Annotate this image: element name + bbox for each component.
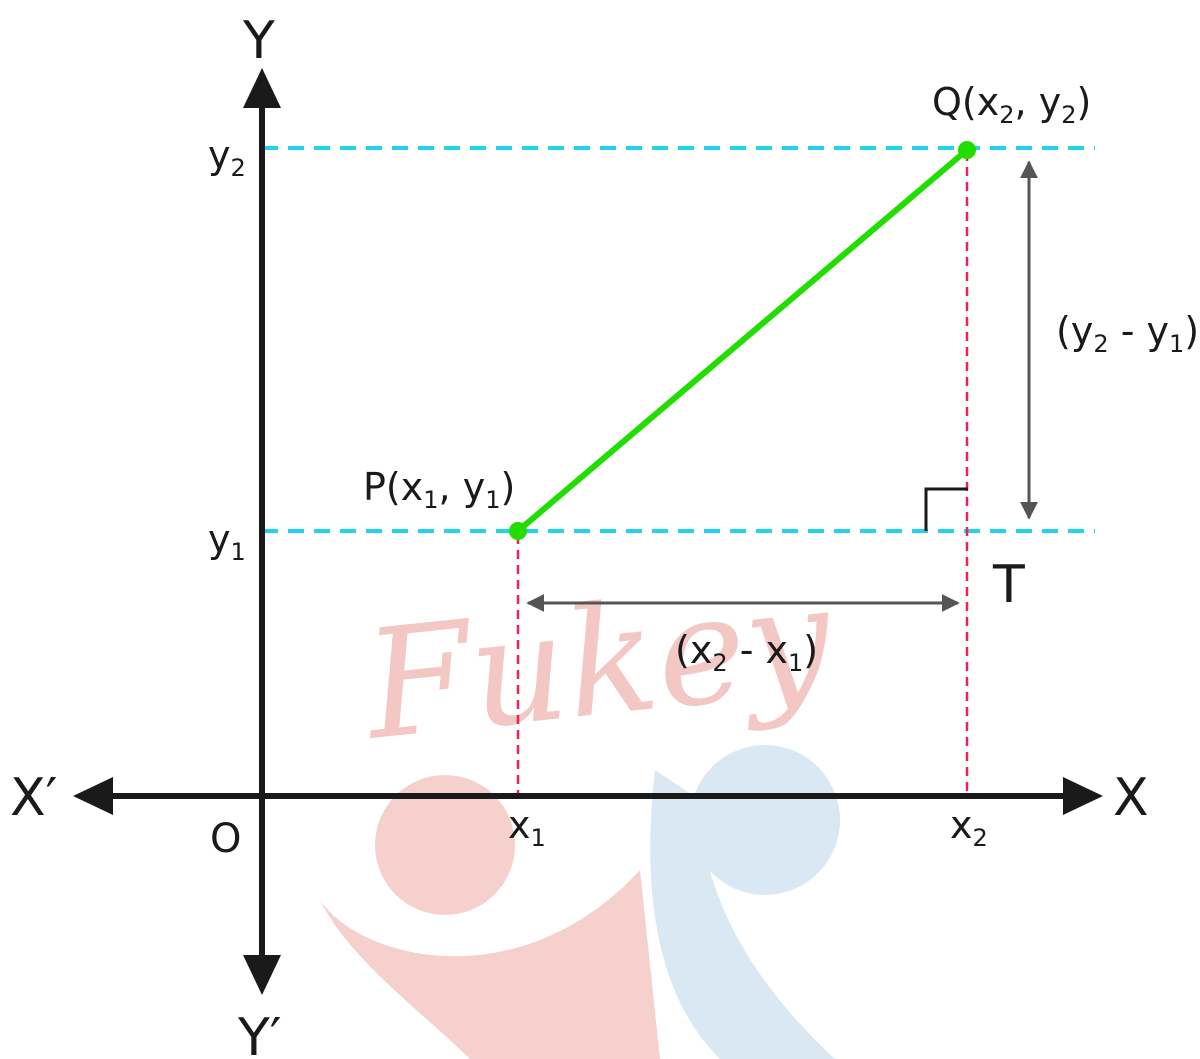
x-axis bbox=[73, 777, 1103, 815]
y1-tick-label: y1 bbox=[208, 517, 246, 566]
origin-label: O bbox=[210, 816, 241, 862]
vertical-difference-label: (y2 - y1) bbox=[1056, 309, 1199, 358]
right-angle-marker bbox=[924, 487, 968, 531]
point-q-label: Q(x2, y2) bbox=[932, 80, 1091, 129]
horizontal-difference-label: (x2 - x1) bbox=[675, 628, 818, 677]
watermark-blue-swoosh bbox=[650, 770, 835, 1059]
x2-tick-label: x2 bbox=[950, 803, 988, 852]
y2-tick-label: y2 bbox=[208, 133, 246, 182]
y-prime-axis-label: Y′ bbox=[237, 1008, 282, 1059]
y-axis-label: Y bbox=[242, 11, 275, 71]
x-axis-label: X bbox=[1113, 768, 1149, 828]
point-t-label: T bbox=[992, 555, 1025, 615]
x1-tick-label: x1 bbox=[508, 803, 546, 852]
watermark-red-swoosh bbox=[320, 870, 660, 1059]
point-p-label: P(x1, y1) bbox=[363, 465, 515, 514]
watermark: Fukey bbox=[320, 552, 841, 1059]
segment-pq bbox=[516, 147, 969, 534]
y-axis bbox=[243, 68, 281, 995]
y-axis-up-arrow bbox=[243, 68, 281, 108]
y-axis-down-arrow bbox=[243, 955, 281, 995]
x-axis-left-arrow bbox=[73, 777, 113, 815]
watermark-red-circle bbox=[375, 775, 515, 915]
watermark-blue-circle bbox=[690, 745, 840, 895]
point-p-dot bbox=[509, 522, 527, 540]
x-prime-axis-label: X′ bbox=[10, 768, 57, 828]
point-q-dot bbox=[958, 141, 976, 159]
x-axis-right-arrow bbox=[1063, 777, 1103, 815]
